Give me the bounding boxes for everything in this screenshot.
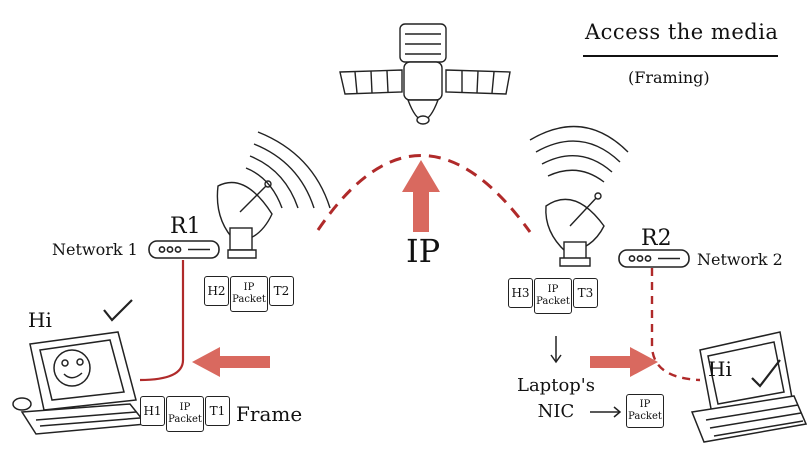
greeting-desktop: Hi: [28, 308, 52, 332]
frame-label: Frame: [236, 402, 303, 426]
satellite-icon: [339, 23, 511, 125]
wired-link: [650, 268, 701, 382]
ip-packet: IP Packet: [166, 396, 204, 432]
ip-packet-line2: Packet: [536, 296, 570, 307]
nic-label-line2: NIC: [537, 401, 575, 422]
arrow-icon: [402, 160, 440, 232]
ip-layer-label: IP: [406, 232, 441, 270]
router-label-r1: R1: [170, 214, 201, 239]
ip-packet: IP Packet: [534, 278, 572, 314]
frame-header: H3: [508, 278, 533, 308]
arrow-icon: [590, 406, 622, 418]
laptop-icon: [690, 331, 807, 443]
network-label-1: Network 1: [52, 240, 138, 259]
ip-packet-line2: Packet: [168, 414, 202, 425]
ip-packet: IP Packet: [230, 276, 268, 312]
arrow-icon: [192, 347, 270, 377]
router-icon: [148, 240, 220, 259]
desktop-computer-icon: [12, 299, 148, 435]
frame-trailer: T2: [269, 276, 294, 306]
wired-link: [139, 260, 185, 382]
router-icon: [618, 249, 690, 268]
ip-packet-line2: Packet: [232, 294, 266, 305]
ip-packet: IP Packet: [626, 394, 664, 428]
arrow-icon: [550, 336, 562, 364]
frame-r2: H3 IP Packet T3: [508, 278, 599, 314]
arrow-icon: [590, 347, 658, 377]
nic-label-line1: Laptop's: [517, 375, 595, 396]
title-underline: [583, 55, 778, 57]
dish-antenna-icon: [529, 125, 629, 267]
ip-packet-line1: IP: [179, 402, 191, 413]
frame-trailer: T1: [205, 396, 230, 426]
greeting-laptop: Hi: [708, 357, 732, 381]
ip-packet-line1: IP: [639, 399, 651, 410]
dish-antenna-icon: [216, 131, 331, 259]
frame-header: H2: [204, 276, 229, 306]
frame-r1: H2 IP Packet T2: [204, 276, 295, 312]
page-subtitle: (Framing): [628, 68, 710, 87]
ip-packet-line2: Packet: [628, 411, 662, 422]
page-title: Access the media: [585, 20, 779, 44]
network-label-2: Network 2: [697, 250, 783, 269]
ip-packet-line1: IP: [243, 282, 255, 293]
frame-trailer: T3: [573, 278, 598, 308]
router-label-r2: R2: [641, 226, 672, 251]
frame-header: H1: [140, 396, 165, 426]
wireless-link: [316, 154, 532, 233]
frame-pc: H1 IP Packet T1: [140, 396, 231, 432]
nic-label: Laptop's NIC: [517, 373, 595, 425]
ip-packet-line1: IP: [547, 284, 559, 295]
